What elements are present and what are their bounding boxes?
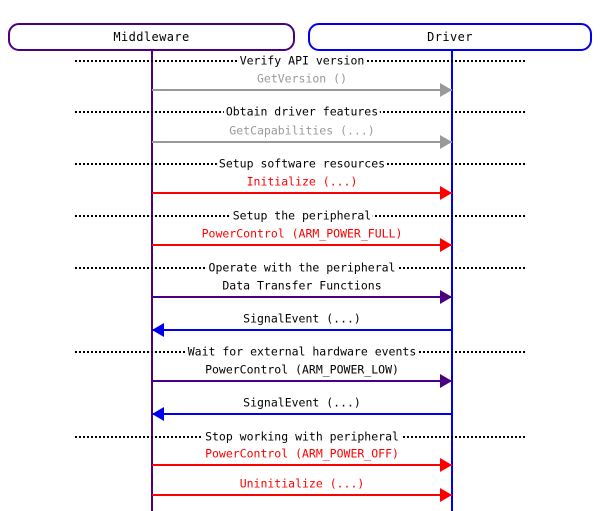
message-label: SignalEvent (...) (240, 313, 364, 325)
section-label: Stop working with peripheral (203, 429, 401, 444)
message-arrow-line (152, 380, 452, 382)
message-label: Initialize (...) (243, 176, 361, 188)
lifeline-driver (451, 51, 453, 511)
message-arrow-line (152, 244, 452, 246)
message-arrowhead-left-icon (152, 407, 164, 421)
actor-box-driver[interactable]: Driver (308, 23, 592, 51)
section-label: Verify API version (237, 53, 367, 68)
message-arrow-line (152, 494, 452, 496)
message-arrowhead-right-icon (440, 238, 452, 252)
message-arrow-line (152, 464, 452, 466)
message-label: PowerControl (ARM_POWER_OFF) (202, 448, 402, 460)
message-arrow-line (152, 329, 452, 331)
actor-label-driver: Driver (427, 30, 473, 44)
message-arrow-line (152, 296, 452, 298)
message-arrowhead-left-icon (152, 323, 164, 337)
message-label: Uninitialize (...) (236, 478, 368, 490)
message-arrowhead-right-icon (440, 374, 452, 388)
message-arrow-line (152, 141, 452, 143)
message-label: GetVersion () (253, 73, 351, 85)
message-label: Data Transfer Functions (219, 280, 385, 292)
message-label: SignalEvent (...) (240, 397, 364, 409)
actor-box-middleware[interactable]: Middleware (8, 23, 295, 51)
message-arrowhead-right-icon (440, 186, 452, 200)
section-label: Setup the peripheral (230, 208, 374, 223)
message-arrow-line (152, 192, 452, 194)
message-arrow-line (152, 413, 452, 415)
message-arrow-line (152, 89, 452, 91)
section-label: Operate with the peripheral (206, 260, 398, 275)
message-arrowhead-right-icon (440, 458, 452, 472)
actor-label-middleware: Middleware (113, 30, 190, 44)
message-arrowhead-right-icon (440, 135, 452, 149)
message-arrowhead-right-icon (440, 290, 452, 304)
message-label: PowerControl (ARM_POWER_FULL) (198, 228, 406, 240)
message-arrowhead-right-icon (440, 488, 452, 502)
section-label: Setup software resources (216, 156, 388, 171)
message-arrowhead-right-icon (440, 83, 452, 97)
section-label: Obtain driver features (223, 104, 381, 119)
section-label: Wait for external hardware events (185, 344, 419, 359)
message-label: PowerControl (ARM_POWER_LOW) (202, 364, 402, 376)
message-label: GetCapabilities (...) (226, 125, 378, 137)
lifeline-middleware (151, 51, 153, 511)
